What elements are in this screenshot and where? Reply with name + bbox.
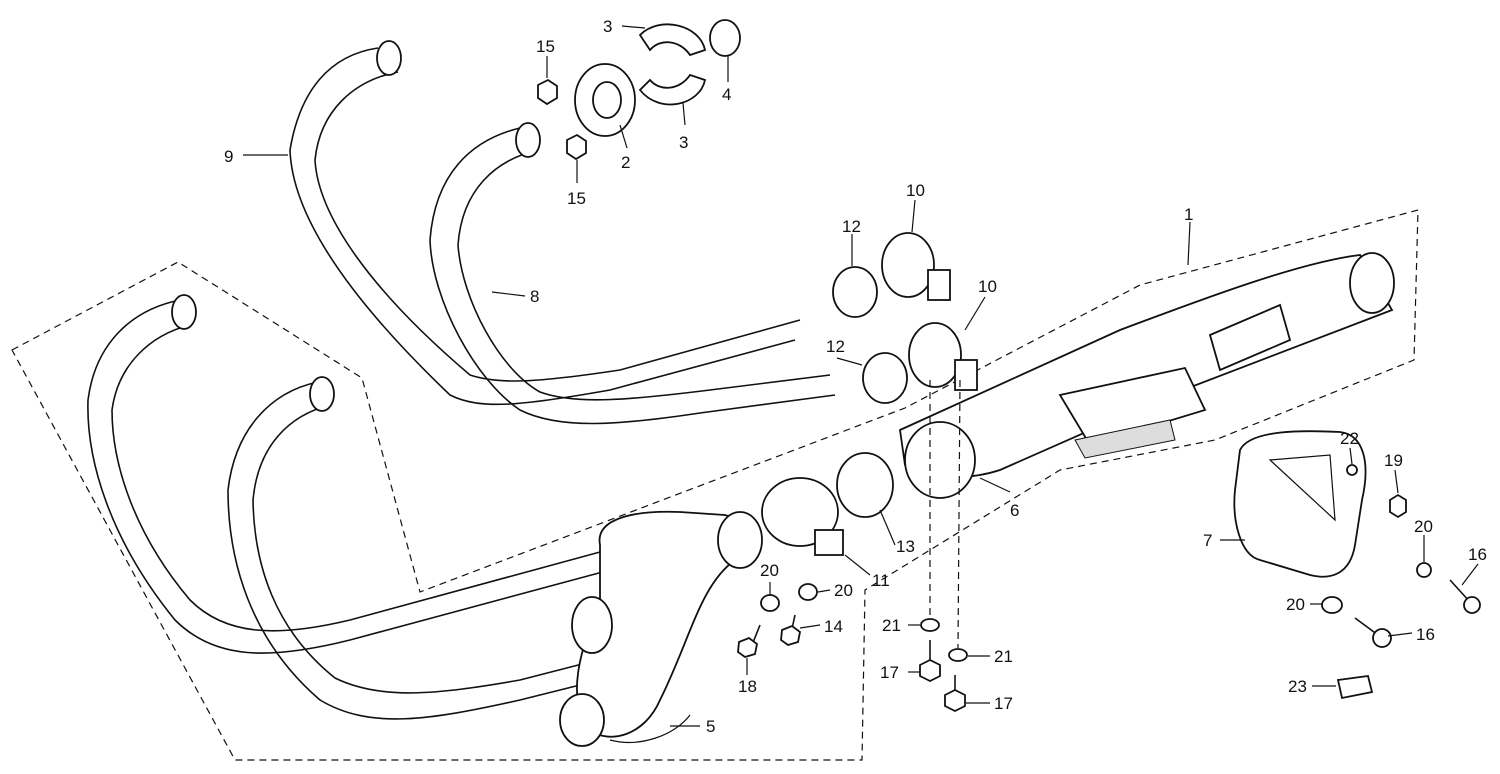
inlet-joint-6 bbox=[904, 421, 976, 499]
nut-19 bbox=[1389, 493, 1407, 519]
clamp-10-lower bbox=[908, 322, 978, 391]
label-10-upper: 10 bbox=[906, 181, 925, 200]
label-7: 7 bbox=[1203, 531, 1212, 550]
collar-3 bbox=[638, 23, 707, 106]
label-19: 19 bbox=[1384, 451, 1403, 470]
label-10-lower: 10 bbox=[978, 277, 997, 296]
exhaust-pipe-lower-right bbox=[227, 376, 601, 720]
label-20-a: 20 bbox=[760, 561, 779, 580]
washer-20-a bbox=[760, 594, 780, 612]
flange-2 bbox=[574, 63, 636, 137]
exhaust-pipe-9 bbox=[289, 40, 801, 406]
nut-15-lower bbox=[566, 133, 587, 161]
label-17-b: 17 bbox=[994, 694, 1013, 713]
label-17-a: 17 bbox=[880, 663, 899, 682]
nut-15-upper bbox=[537, 78, 558, 106]
label-12-lower: 12 bbox=[826, 337, 845, 356]
clamp-10-upper bbox=[881, 232, 951, 301]
assembly-boundary-left bbox=[11, 209, 1419, 761]
label-3-upper: 3 bbox=[603, 17, 612, 36]
label-16-upper: 16 bbox=[1468, 545, 1487, 564]
gasket-ring-4 bbox=[709, 19, 741, 57]
label-1: 1 bbox=[1184, 205, 1193, 224]
bolt-17-a bbox=[919, 640, 941, 683]
exhaust-pipe-8 bbox=[429, 122, 836, 425]
muffler-1 bbox=[899, 252, 1395, 478]
label-13: 13 bbox=[896, 537, 915, 556]
bracket-7 bbox=[1233, 430, 1367, 578]
label-15-lower: 15 bbox=[567, 189, 586, 208]
bolt-14 bbox=[780, 614, 801, 646]
label-5: 5 bbox=[706, 717, 715, 736]
label-4: 4 bbox=[722, 85, 731, 104]
label-18: 18 bbox=[738, 677, 757, 696]
label-22: 22 bbox=[1340, 429, 1359, 448]
washer-20-lower bbox=[1321, 596, 1343, 614]
label-6: 6 bbox=[1010, 501, 1019, 520]
bolt-17-b bbox=[944, 675, 966, 713]
leader-lines bbox=[243, 25, 1479, 727]
gasket-12-lower bbox=[862, 352, 908, 404]
label-11: 11 bbox=[872, 571, 890, 590]
part-labels: 1 2 3 3 4 5 6 7 8 9 10 10 11 12 12 13 14… bbox=[224, 17, 1487, 736]
washer-21-b bbox=[948, 648, 968, 662]
label-12-upper: 12 bbox=[842, 217, 861, 236]
rubber-23 bbox=[1336, 675, 1374, 700]
gasket-13 bbox=[836, 452, 894, 518]
label-23: 23 bbox=[1288, 677, 1307, 696]
label-14: 14 bbox=[824, 617, 843, 636]
label-16-lower: 16 bbox=[1416, 625, 1435, 644]
label-20-b: 20 bbox=[834, 581, 853, 600]
crossover-chamber-5 bbox=[559, 510, 763, 747]
washer-21-a bbox=[920, 618, 940, 632]
label-21-a: 21 bbox=[882, 616, 901, 635]
label-8: 8 bbox=[530, 287, 539, 306]
label-15-upper: 15 bbox=[536, 37, 555, 56]
bolt-18 bbox=[737, 624, 761, 658]
gasket-12-upper bbox=[832, 266, 878, 318]
bolt-16-lower bbox=[1354, 617, 1392, 648]
washer-22 bbox=[1346, 464, 1358, 476]
label-3-lower: 3 bbox=[679, 133, 688, 152]
bolt-16-upper bbox=[1449, 579, 1481, 614]
exhaust-pipe-lower-left bbox=[87, 294, 611, 654]
clamp-11 bbox=[761, 477, 844, 556]
washer-20-b bbox=[798, 583, 818, 601]
label-21-b: 21 bbox=[994, 647, 1013, 666]
washer-20-right bbox=[1416, 562, 1432, 578]
label-20-right: 20 bbox=[1414, 517, 1433, 536]
label-2: 2 bbox=[621, 153, 630, 172]
label-9: 9 bbox=[224, 147, 233, 166]
label-20-lower: 20 bbox=[1286, 595, 1305, 614]
